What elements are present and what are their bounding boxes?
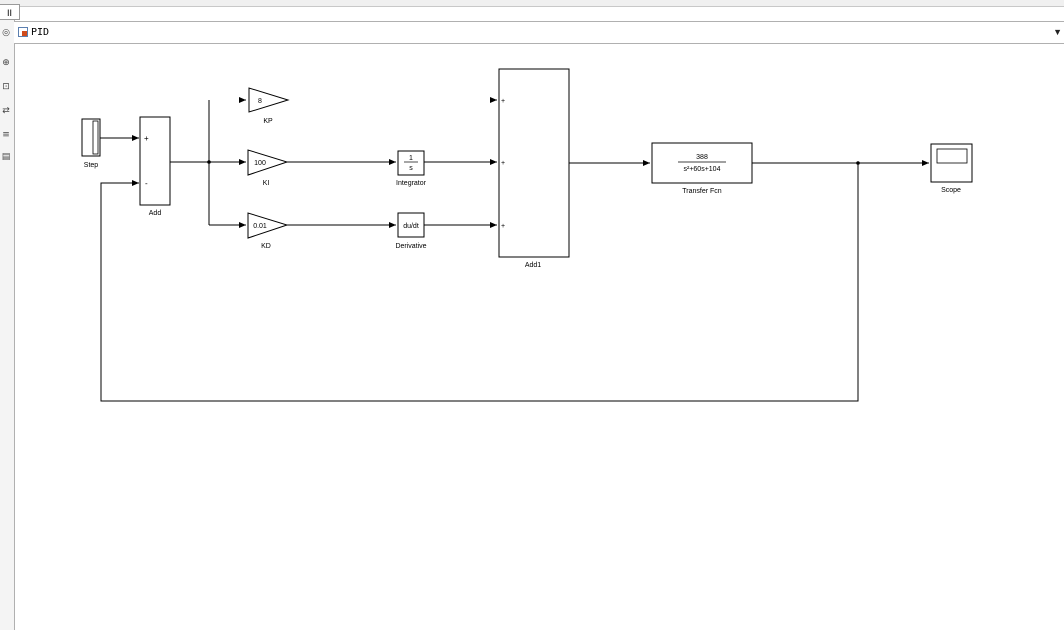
tab-model[interactable]: II <box>0 4 20 20</box>
breadcrumb-model-name[interactable]: PID <box>31 27 50 38</box>
add1-plus-sign: + <box>501 223 505 230</box>
left-palette: ◎ ⊕ ⊡ ⇄ ≡ ▤ <box>0 20 15 630</box>
branch-point <box>207 160 211 164</box>
kd-label: KD <box>261 243 271 250</box>
add-plus-sign: + <box>144 134 149 143</box>
add-block[interactable]: + - Add <box>139 116 171 217</box>
image-icon[interactable]: ▤ <box>1 152 11 162</box>
kp-value: 8 <box>258 98 262 105</box>
model-icon <box>18 27 28 37</box>
kd-gain-block[interactable]: 0.01 KD <box>247 212 289 250</box>
add-label: Add <box>149 210 162 217</box>
add1-block[interactable]: + + + Add1 <box>498 68 570 269</box>
kd-value: 0.01 <box>253 223 267 230</box>
scope-block[interactable]: Scope <box>930 143 973 194</box>
chevron-down-icon[interactable]: ▼ <box>1053 27 1062 37</box>
model-canvas[interactable]: Step + - Add 8 KP 100 KI 0.01 KD 1 s Int… <box>15 45 1064 630</box>
integrator-num: 1 <box>409 155 413 162</box>
target-icon[interactable]: ◎ <box>2 28 10 38</box>
derivative-label: Derivative <box>395 243 426 250</box>
derivative-text: du/dt <box>403 223 419 230</box>
text-icon[interactable]: ≡ <box>2 130 10 140</box>
step-block[interactable]: Step <box>81 118 101 169</box>
kp-gain-block[interactable]: 8 KP <box>248 87 290 125</box>
scope-label: Scope <box>941 187 961 194</box>
transfer-fcn-block[interactable]: 388 s²+60s+104 Transfer Fcn <box>651 142 753 195</box>
ki-label: KI <box>263 180 270 187</box>
top-tabstrip <box>0 0 1064 7</box>
add-minus-sign: - <box>145 179 148 188</box>
signal-lines <box>100 97 929 402</box>
add1-plus-sign: + <box>501 98 505 105</box>
arrows-icon[interactable]: ⇄ <box>2 106 10 116</box>
transfer-fcn-num: 388 <box>696 154 708 161</box>
breadcrumb: PID ▼ <box>14 21 1064 44</box>
fit-view-icon[interactable]: ⊡ <box>2 82 10 92</box>
transfer-fcn-den: s²+60s+104 <box>684 166 721 173</box>
integrator-den: s <box>409 165 413 172</box>
add1-label: Add1 <box>525 262 541 269</box>
integrator-label: Integrator <box>396 180 427 187</box>
ki-gain-block[interactable]: 100 KI <box>247 149 289 187</box>
transfer-fcn-label: Transfer Fcn <box>682 188 722 195</box>
add1-plus-sign: + <box>501 160 505 167</box>
branch-point <box>856 161 860 165</box>
derivative-block[interactable]: du/dt Derivative <box>395 212 427 250</box>
step-label: Step <box>84 162 99 169</box>
ki-value: 100 <box>254 160 266 167</box>
zoom-icon[interactable]: ⊕ <box>2 58 10 68</box>
kp-label: KP <box>263 118 273 125</box>
integrator-block[interactable]: 1 s Integrator <box>396 150 427 187</box>
